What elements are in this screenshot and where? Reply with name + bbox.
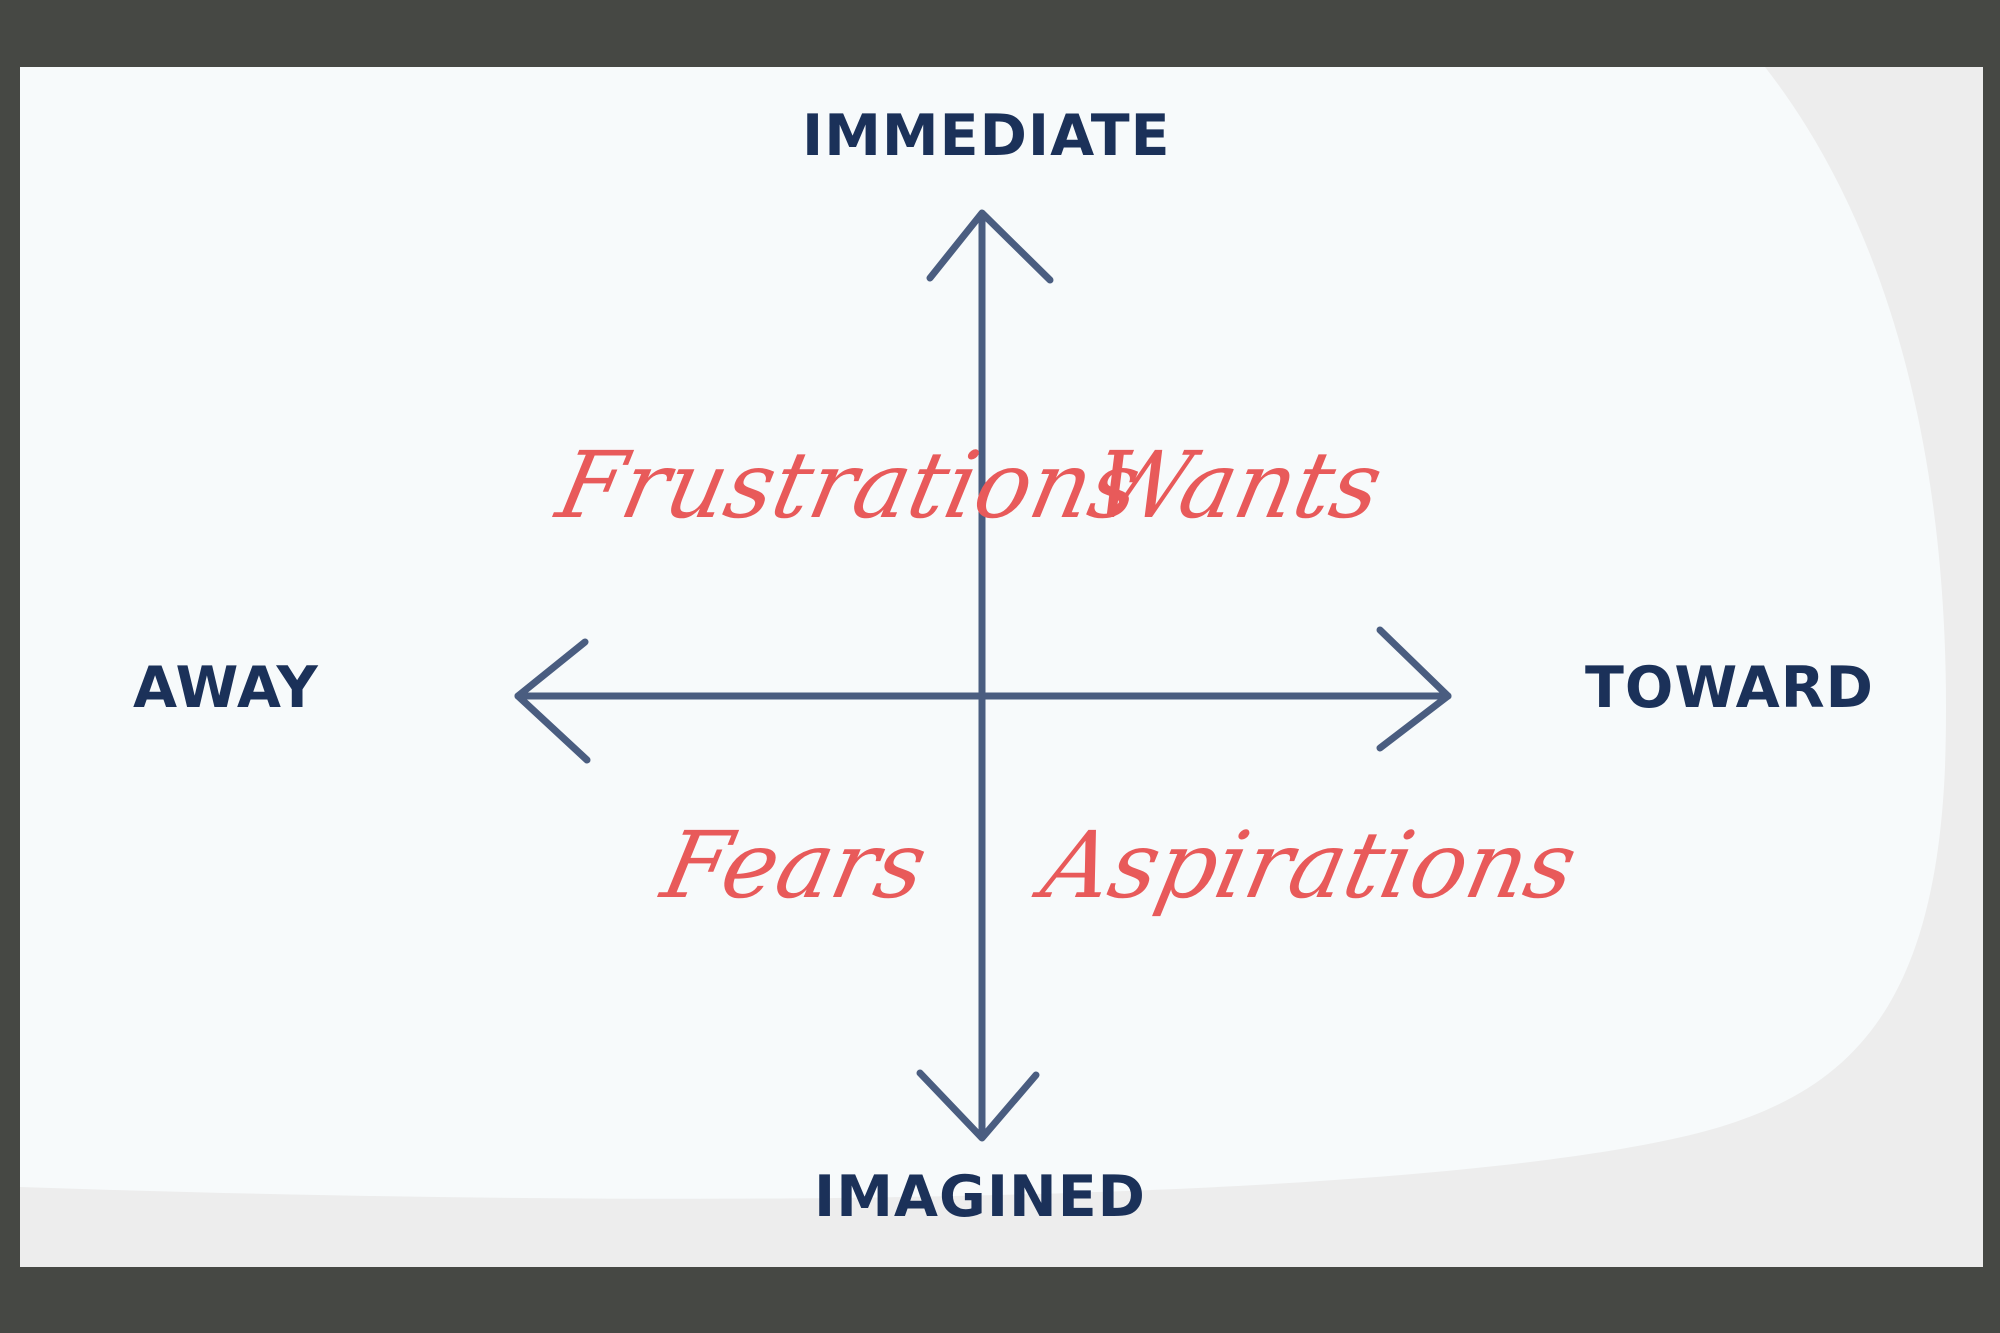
axis-label-toward: TOWARD [1585,655,1874,721]
top-arrowhead [926,209,1054,284]
quadrant-aspirations: Aspirations [1033,812,1586,919]
axis-label-away: AWAY [133,655,319,721]
quadrant-frustrations: Frustrations [548,432,1150,539]
left-arrowhead [514,638,591,764]
quadrant-wants: Wants [1083,432,1392,539]
axis-label-imagined: IMAGINED [814,1164,1146,1230]
axis-label-immediate: IMMEDIATE [802,103,1171,169]
right-arrowhead [1376,626,1452,752]
bottom-arrowhead [916,1069,1040,1142]
quadrant-fears: Fears [653,812,936,919]
